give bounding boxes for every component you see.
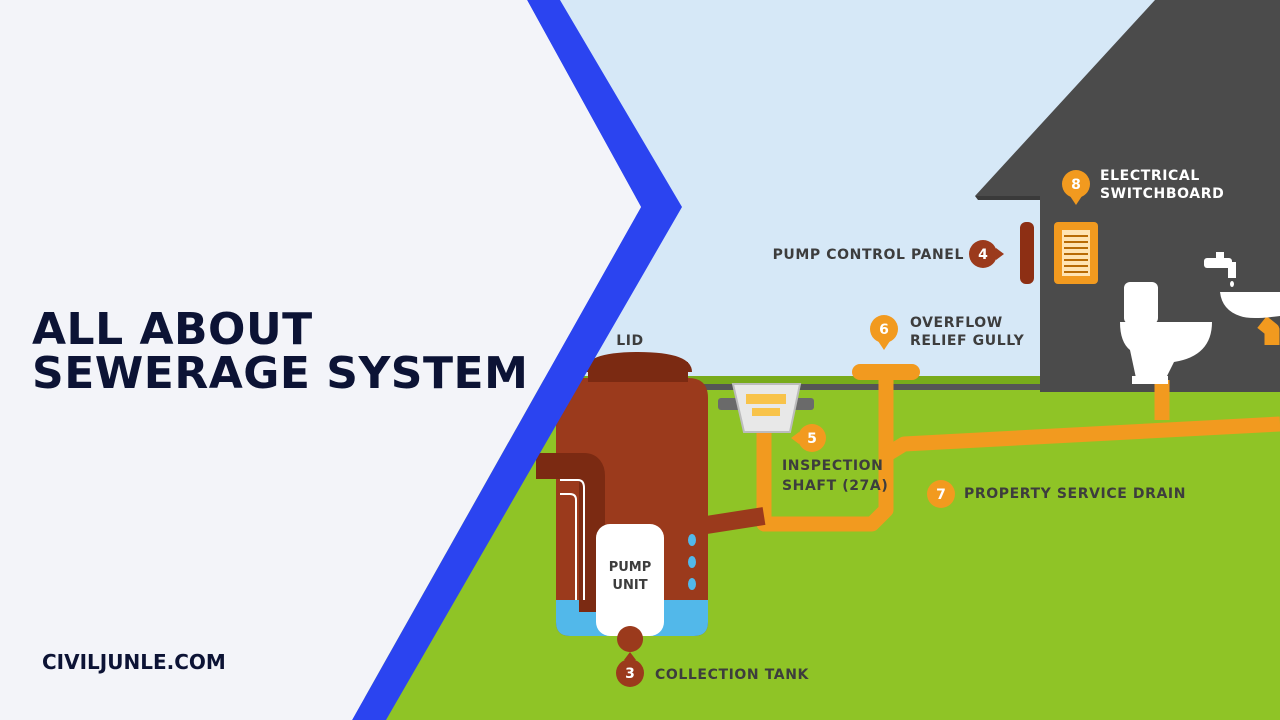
svg-text:3: 3 (625, 666, 635, 682)
marker-6: 6 (870, 315, 898, 350)
svg-text:8: 8 (1071, 177, 1081, 193)
ground-line (577, 384, 1047, 390)
pipe-network (756, 316, 1280, 532)
property-service-drain-label: PROPERTY SERVICE DRAIN (964, 486, 1186, 502)
tank-outlet (698, 507, 766, 535)
toilet-icon (1120, 282, 1212, 384)
inspection-shaft-label-1: INSPECTION (782, 458, 883, 474)
marker-3: 3 (616, 626, 644, 687)
title-line-1: ALL ABOUT (32, 304, 313, 355)
electrical-switchboard-label-2: SWITCHBOARD (1100, 186, 1224, 202)
svg-text:6: 6 (879, 322, 889, 338)
inspection-shaft (718, 383, 814, 433)
svg-text:4: 4 (978, 247, 988, 263)
overflow-relief-gully-label-1: OVERFLOW (910, 315, 1003, 331)
pump-control-panel-label: PUMP CONTROL PANEL (773, 247, 964, 263)
collection-tank[interactable] (536, 352, 708, 636)
marker-8: 8 (1062, 170, 1090, 205)
site-url[interactable]: CIVILJUNLE.COM (42, 650, 226, 674)
electrical-switchboard-label-1: ELECTRICAL (1100, 168, 1200, 184)
overflow-relief-gully-label-2: RELIEF GULLY (910, 333, 1025, 349)
collection-tank-label: COLLECTION TANK (655, 667, 810, 683)
pump-control-panel[interactable] (1020, 222, 1034, 284)
svg-text:5: 5 (807, 431, 817, 447)
pump-unit-label-1: PUMP (609, 560, 652, 575)
sink-icon (1204, 252, 1280, 318)
lid-label: LID (616, 333, 644, 349)
marker-4: 4 (969, 240, 1004, 268)
house (975, 0, 1280, 392)
title-panel (0, 0, 641, 720)
svg-text:7: 7 (936, 487, 946, 503)
inspection-shaft-label-2: SHAFT (27A) (782, 478, 888, 494)
electrical-switchboard[interactable] (1054, 222, 1098, 284)
marker-5: 5 (791, 424, 826, 452)
overflow-relief-gully (852, 364, 920, 380)
pump-unit (596, 524, 664, 636)
tank-lid[interactable] (584, 352, 692, 372)
marker-7: 7 (927, 480, 955, 508)
page-title: ALL ABOUT SEWERAGE SYSTEM (32, 308, 528, 396)
title-line-2: SEWERAGE SYSTEM (32, 348, 529, 399)
pump-unit-label-2: UNIT (612, 578, 647, 593)
